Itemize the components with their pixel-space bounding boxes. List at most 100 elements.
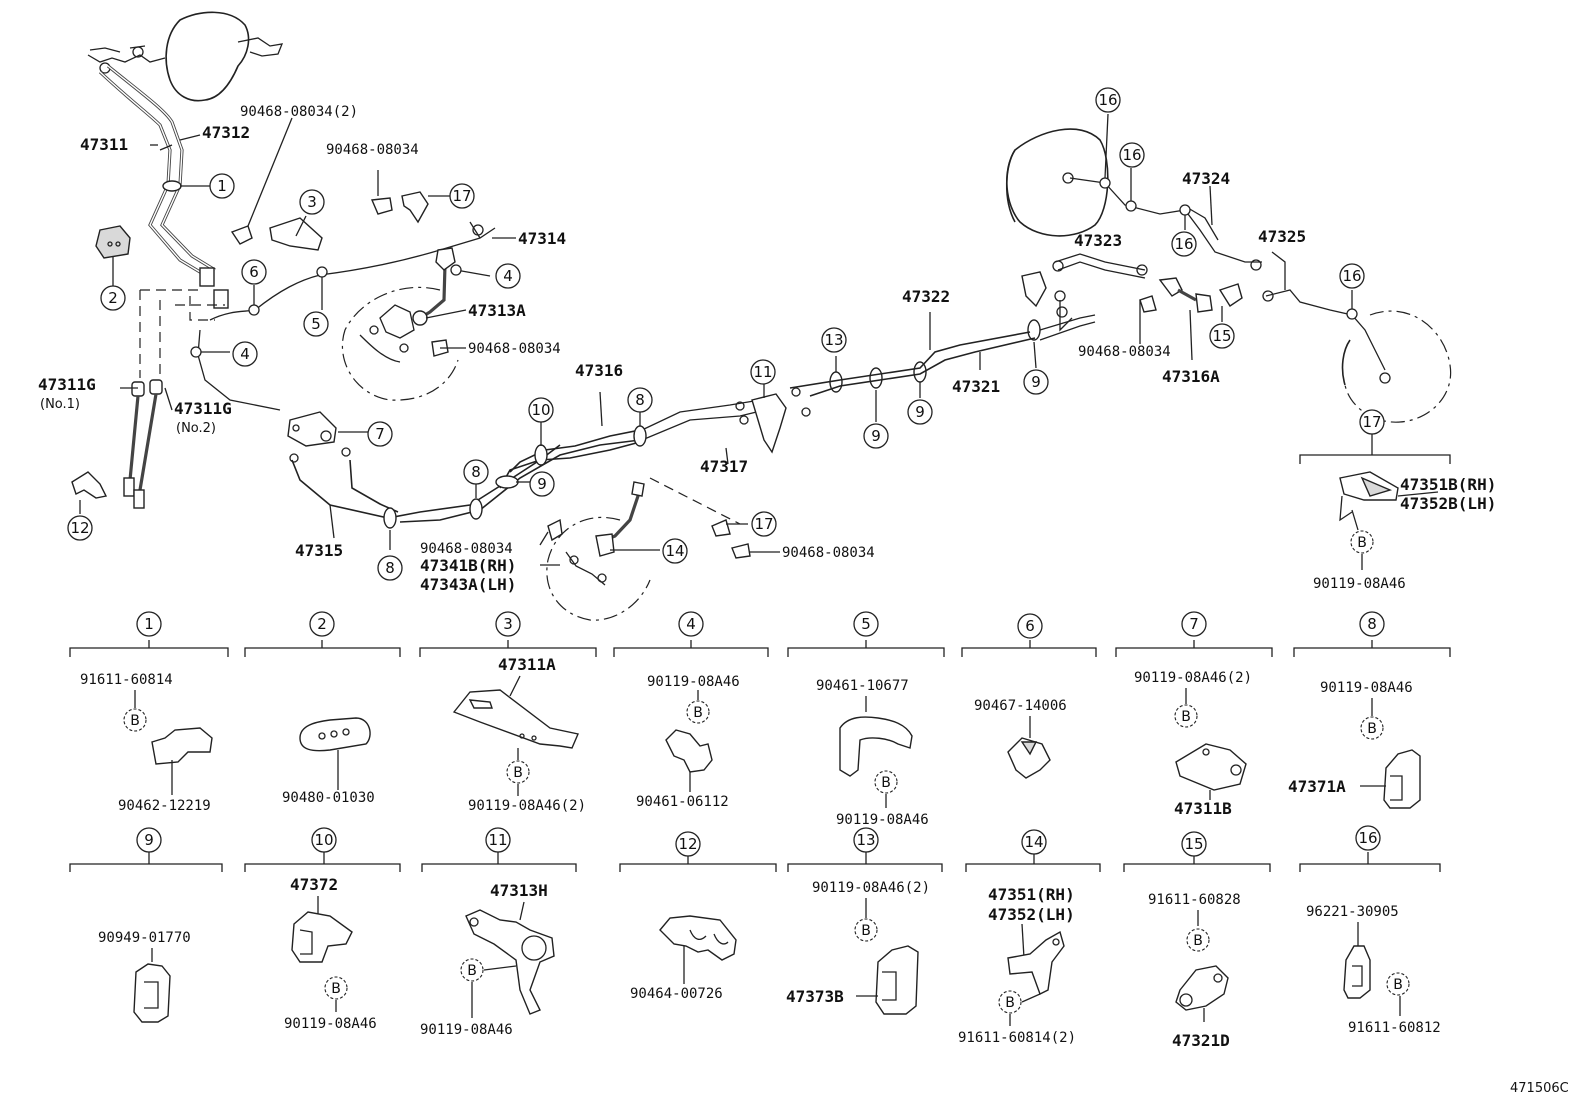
detail-7-b: B bbox=[1174, 704, 1198, 728]
svg-text:B: B bbox=[861, 923, 871, 939]
detail-16-b: B bbox=[1386, 972, 1410, 996]
detail-8-top: 90119-08A46 bbox=[1320, 680, 1413, 696]
label-47343A: 47343A(LH) bbox=[420, 575, 516, 594]
svg-text:2: 2 bbox=[317, 615, 327, 633]
svg-text:3: 3 bbox=[307, 193, 317, 211]
clip-part-17-mid bbox=[547, 518, 751, 559]
svg-text:B: B bbox=[1181, 709, 1191, 725]
detail-3-top: 47311A bbox=[498, 655, 556, 674]
svg-text:8: 8 bbox=[471, 463, 481, 481]
callout-13: 13 bbox=[821, 327, 847, 353]
callout-7: 7 bbox=[367, 421, 393, 447]
svg-text:9: 9 bbox=[1031, 373, 1041, 391]
clip-part-17-top bbox=[370, 191, 429, 224]
detail-4-num: 4 bbox=[678, 611, 704, 637]
callout-3: 3 bbox=[299, 189, 325, 215]
upper-labels: 47311 47312 47311G (No.1) 47311G (No.2) … bbox=[38, 104, 1496, 594]
detail-row-2: 9 10 11 12 13 14 15 16 90949-01770 47372… bbox=[69, 825, 1441, 1050]
detail-14-top1: 47351(RH) bbox=[988, 885, 1075, 904]
detail-8-num: 8 bbox=[1359, 611, 1385, 637]
clip-part-12 bbox=[71, 471, 108, 499]
svg-text:17: 17 bbox=[452, 187, 471, 205]
svg-text:16: 16 bbox=[1342, 267, 1361, 285]
pipe-47324 bbox=[1104, 182, 1262, 271]
detail-5-bottom: 90119-08A46 bbox=[836, 812, 929, 828]
detail-10-bottom: 90119-08A46 bbox=[284, 1016, 377, 1032]
detail-16-bottom: 91611-60812 bbox=[1348, 1020, 1441, 1036]
svg-text:5: 5 bbox=[861, 615, 871, 633]
detail-10-top: 47372 bbox=[290, 875, 338, 894]
label-90468-2: 90468-08034(2) bbox=[240, 104, 358, 120]
label-47352B: 47352B(LH) bbox=[1400, 494, 1496, 513]
svg-text:B: B bbox=[693, 705, 703, 721]
detail-15-num: 15 bbox=[1181, 831, 1207, 857]
callout-15: 15 bbox=[1209, 323, 1235, 349]
svg-text:7: 7 bbox=[1189, 615, 1199, 633]
detail-13-b: B bbox=[854, 918, 878, 942]
detail-6-num: 6 bbox=[1017, 613, 1043, 639]
svg-text:B: B bbox=[1393, 977, 1403, 993]
pipe-47321-47322 bbox=[789, 300, 1096, 397]
detail-15-bottom: 47321D bbox=[1172, 1031, 1230, 1050]
svg-text:2: 2 bbox=[108, 289, 118, 307]
detail-8-b: B bbox=[1360, 716, 1384, 740]
detail-14-bottom: 91611-60814(2) bbox=[958, 1030, 1076, 1046]
pipe-47315 bbox=[289, 439, 641, 523]
callout-16-c: 16 bbox=[1171, 231, 1197, 257]
svg-text:1: 1 bbox=[144, 615, 154, 633]
svg-text:10: 10 bbox=[531, 401, 550, 419]
callout-2: 2 bbox=[100, 285, 126, 311]
detail-13-side: 47373B bbox=[786, 987, 844, 1006]
label-47315: 47315 bbox=[295, 541, 343, 560]
detail-15-b: B bbox=[1186, 928, 1210, 952]
label-47322: 47322 bbox=[902, 287, 950, 306]
detail-4-top: 90119-08A46 bbox=[647, 674, 740, 690]
detail-1-b: B bbox=[123, 708, 147, 732]
detail-12-bottom: 90464-00726 bbox=[630, 986, 723, 1002]
bracket-47351B bbox=[1299, 454, 1451, 522]
callout-14-a: 14 bbox=[662, 538, 688, 564]
svg-text:3: 3 bbox=[503, 615, 513, 633]
label-47311G-1: 47311G bbox=[38, 375, 96, 394]
detail-6-top: 90467-14006 bbox=[974, 698, 1067, 714]
detail-16-top: 96221-30905 bbox=[1306, 904, 1399, 920]
label-90468-a: 90468-08034 bbox=[326, 142, 419, 158]
detail-4-b: B bbox=[686, 700, 710, 724]
detail-11-top: 47313H bbox=[490, 881, 548, 900]
callout-b-top: B bbox=[1350, 530, 1374, 554]
svg-text:B: B bbox=[331, 981, 341, 997]
detail-11-b: B bbox=[460, 958, 484, 982]
detail-row-1: 1 2 3 4 5 6 7 8 91611-60814 B 90462-1221… bbox=[69, 611, 1451, 828]
rear-left-brake-drum bbox=[1341, 310, 1452, 423]
detail-2-num: 2 bbox=[309, 611, 335, 637]
svg-text:15: 15 bbox=[1184, 835, 1203, 853]
svg-text:B: B bbox=[1357, 535, 1367, 551]
detail-14-top2: 47352(LH) bbox=[988, 905, 1075, 924]
callout-4-b: 4 bbox=[232, 341, 258, 367]
svg-text:B: B bbox=[1193, 933, 1203, 949]
label-47316: 47316 bbox=[575, 361, 623, 380]
detail-10-num: 10 bbox=[311, 827, 337, 853]
detail-5-b: B bbox=[874, 770, 898, 794]
detail-1-top: 91611-60814 bbox=[80, 672, 173, 688]
callout-11: 11 bbox=[750, 359, 776, 385]
svg-text:12: 12 bbox=[678, 835, 697, 853]
callout-16-a: 16 bbox=[1095, 87, 1121, 113]
svg-text:16: 16 bbox=[1122, 146, 1141, 164]
svg-text:16: 16 bbox=[1098, 91, 1117, 109]
callout-17-c: 17 bbox=[1359, 409, 1385, 435]
detail-5-num: 5 bbox=[853, 611, 879, 637]
svg-text:13: 13 bbox=[856, 831, 875, 849]
label-47325: 47325 bbox=[1258, 227, 1306, 246]
front-caliper-area bbox=[546, 481, 651, 621]
bracket-part-3 bbox=[230, 217, 323, 251]
svg-text:9: 9 bbox=[144, 831, 154, 849]
svg-text:13: 13 bbox=[824, 331, 843, 349]
svg-text:9: 9 bbox=[537, 475, 547, 493]
svg-text:4: 4 bbox=[686, 615, 696, 633]
detail-14-b: B bbox=[998, 990, 1022, 1014]
svg-text:4: 4 bbox=[503, 267, 513, 285]
diagram-ref-code: 471506C bbox=[1510, 1081, 1569, 1096]
label-47313A: 47313A bbox=[468, 301, 526, 320]
svg-text:17: 17 bbox=[754, 515, 773, 533]
